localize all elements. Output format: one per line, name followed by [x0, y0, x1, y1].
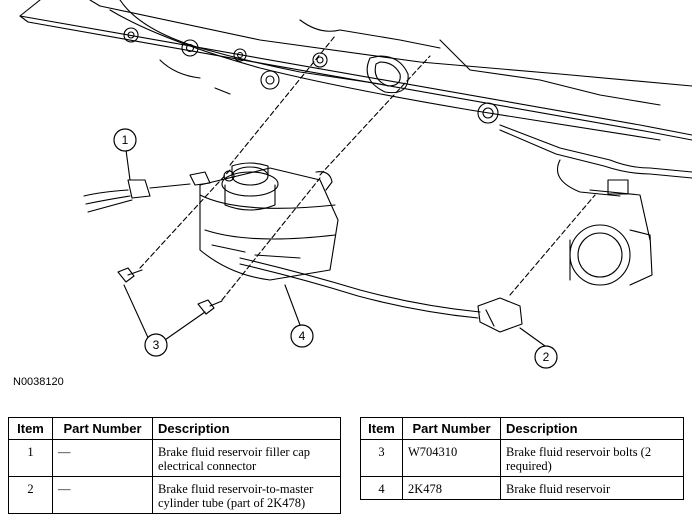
cell-part-number: —: [52, 439, 153, 477]
brake-reservoir-illustration: 1 2 3 4: [19, 0, 692, 369]
table-row: 1 — Brake fluid reservoir filler cap ele…: [8, 439, 341, 477]
bolt: [117, 267, 143, 283]
header-description: Description: [500, 417, 684, 440]
frame-hole: [123, 27, 139, 43]
callout-1-label: 1: [122, 133, 129, 147]
cell-item: 3: [360, 439, 403, 477]
cell-item: 4: [360, 476, 403, 500]
brake-line: [499, 124, 692, 173]
cell-item: 1: [8, 439, 53, 477]
callout-2: [534, 345, 558, 369]
table-row: 4 2K478 Brake fluid reservoir: [360, 476, 684, 500]
reservoir-body: [199, 167, 339, 281]
figure-id: N0038120: [13, 376, 64, 388]
table-header-row: Item Part Number Description: [360, 417, 684, 440]
callout-3-label: 3: [153, 338, 160, 352]
connector: [127, 179, 151, 199]
header-part-number: Part Number: [52, 417, 153, 440]
table-header-row: Item Part Number Description: [8, 417, 341, 440]
cell-description: Brake fluid reservoir: [500, 476, 684, 500]
header-part-number: Part Number: [402, 417, 501, 440]
cell-description: Brake fluid reservoir bolts (2 required): [500, 439, 684, 477]
cell-part-number: —: [52, 476, 153, 514]
cell-item: 2: [8, 476, 53, 514]
header-description: Description: [152, 417, 341, 440]
header-item: Item: [8, 417, 53, 440]
callout-1: [113, 128, 137, 152]
reservoir-tube: [239, 257, 481, 313]
header-item: Item: [360, 417, 403, 440]
callout-3: [144, 333, 168, 357]
table-row: 2 — Brake fluid reservoir-to-master cyli…: [8, 476, 341, 514]
booster-cap: [569, 224, 631, 286]
parts-table-left: Item Part Number Description 1 — Brake f…: [8, 417, 341, 514]
table-row: 3 W704310 Brake fluid reservoir bolts (2…: [360, 439, 684, 477]
cell-description: Brake fluid reservoir filler cap electri…: [152, 439, 341, 477]
callout-2-label: 2: [543, 350, 550, 364]
filler-cap: [221, 171, 279, 197]
cell-description: Brake fluid reservoir-to-master cylinder…: [152, 476, 341, 514]
callout-4-label: 4: [299, 329, 306, 343]
parts-table-right: Item Part Number Description 3 W704310 B…: [360, 417, 684, 500]
cowl-panel: [19, 0, 692, 136]
cell-part-number: W704310: [402, 439, 501, 477]
callout-4: [290, 324, 314, 348]
cell-part-number: 2K478: [402, 476, 501, 500]
